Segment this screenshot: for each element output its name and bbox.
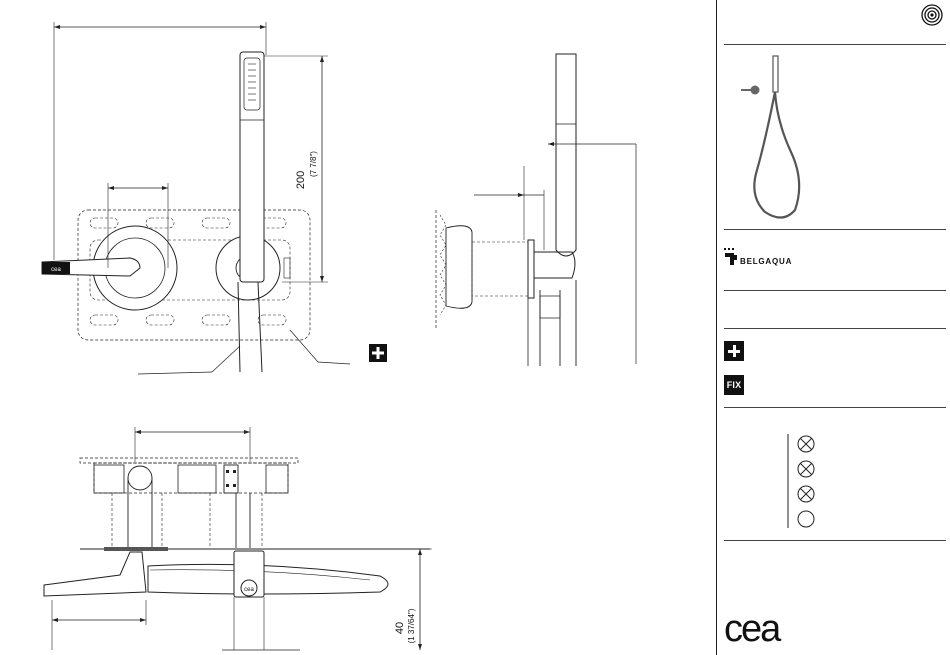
product-thumbnail: [735, 52, 815, 224]
brand-name: BELGAQUA: [740, 257, 792, 266]
divider-1: [724, 44, 946, 45]
fix-badge: FIX: [724, 375, 744, 395]
divider-5: [724, 407, 946, 408]
open-circle-icon: [798, 511, 814, 527]
flow-symbols: [784, 432, 824, 532]
divider-4: [724, 328, 946, 329]
front-view: [42, 22, 350, 374]
divider-2: [724, 229, 946, 230]
target-icon: [921, 4, 943, 26]
crossed-circle-icon: [798, 461, 814, 477]
fix-badge-label: FIX: [727, 380, 742, 390]
plus-badge-icon: [724, 341, 744, 361]
belgaqua-logo-icon: [724, 248, 738, 266]
plan-view: [44, 427, 432, 650]
depth-dimension-label: 40: [394, 622, 406, 634]
plus-icon: [369, 344, 387, 362]
spout-logo-text: cea: [244, 587, 254, 593]
crossed-circle-icon: [798, 486, 814, 502]
sidebar-divider: [716, 0, 717, 655]
crossed-circle-icon: [798, 436, 814, 452]
cea-logo: cea: [724, 610, 779, 648]
divider-3: [724, 290, 946, 291]
side-view: [436, 54, 636, 366]
handle-logo-text: cea: [51, 267, 61, 273]
technical-drawing: 200 (7 7/8") cea: [0, 0, 716, 655]
height-dimension-label: 200: [295, 171, 307, 189]
height-dimension-inch-label: (7 7/8"): [309, 151, 318, 177]
divider-6: [724, 540, 946, 541]
depth-dimension-inch-label: (1 37/64"): [407, 608, 416, 643]
